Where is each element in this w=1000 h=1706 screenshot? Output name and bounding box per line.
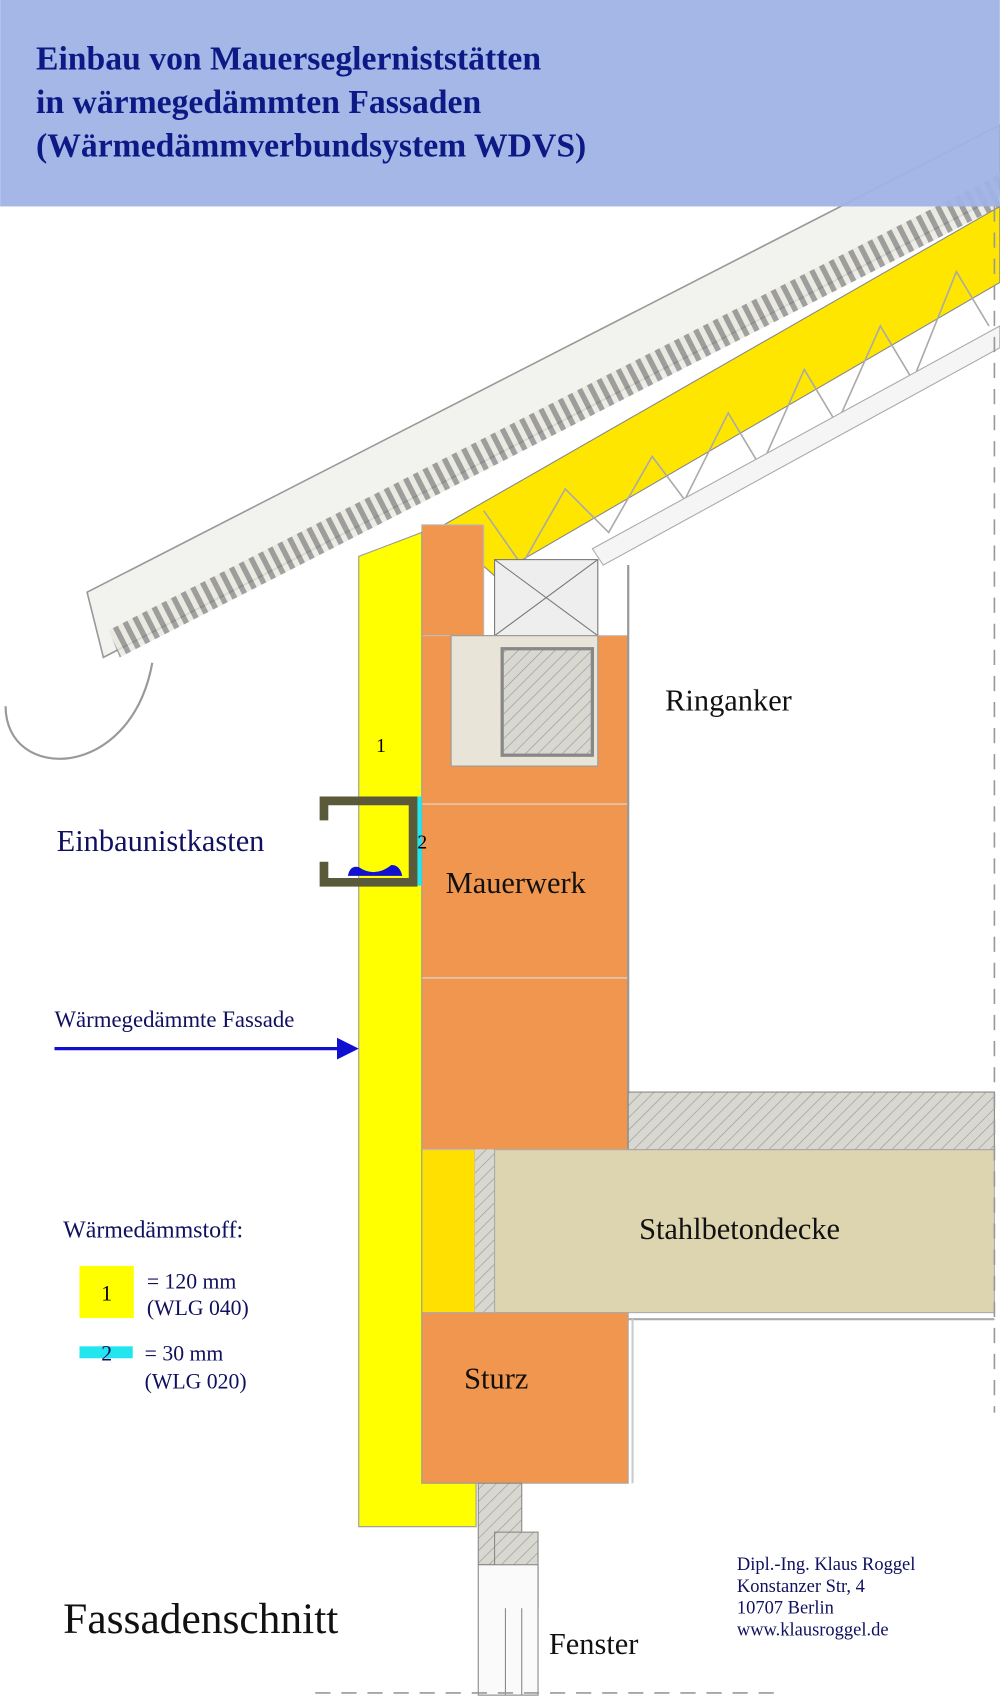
label-fenster: Fenster	[549, 1627, 639, 1661]
ringanker-core	[500, 647, 594, 757]
label-sturz: Sturz	[464, 1362, 528, 1396]
author-block: Dipl.-Ing. Klaus Roggel Konstanzer Str, …	[737, 1554, 916, 1639]
roof	[4, 123, 1000, 760]
title-line-1: Einbau von Mauerseglerniststätten	[36, 41, 541, 78]
legend-swatch-2	[79, 1346, 133, 1359]
layer-2-label: 2	[417, 833, 427, 854]
header-band	[0, 0, 1000, 207]
legend-value-1: = 120 mm	[147, 1270, 237, 1294]
title-line-3: (Wärmedämmverbundsystem WDVS)	[36, 127, 586, 164]
title-line-2: in wärmegedämmten Fassaden	[36, 84, 481, 121]
label-ringanker: Ringanker	[665, 684, 792, 718]
label-einbaunistkasten: Einbaunistkasten	[57, 824, 265, 858]
legend-swatch-1	[79, 1265, 134, 1319]
label-fassadenschnitt: Fassadenschnitt	[63, 1595, 338, 1643]
author-website: www.klausroggel.de	[737, 1619, 889, 1639]
roof-insulation-truss	[483, 269, 990, 567]
masonry-top	[421, 524, 485, 637]
gutter	[4, 662, 154, 760]
author-line: Dipl.-Ing. Klaus Roggel	[737, 1554, 916, 1574]
window-glass	[477, 1564, 539, 1696]
legend: Wärmedämmstoff: 1 = 120 mm (WLG 040) 2 =…	[63, 1218, 249, 1394]
legend-class-1: (WLG 040)	[147, 1296, 249, 1320]
legend-value-2: = 30 mm	[145, 1341, 224, 1365]
legend-key-2: 2	[101, 1341, 112, 1365]
legend-title: Wärmedämmstoff:	[63, 1218, 243, 1244]
layer-1-label: 1	[376, 736, 386, 757]
legend-key-1: 1	[101, 1282, 112, 1306]
label-stahlbetondecke: Stahlbetondecke	[639, 1212, 840, 1246]
roof-battens	[108, 173, 1000, 658]
arrow-head-icon	[337, 1037, 359, 1060]
facade-insulation-1	[358, 531, 477, 1528]
label-mauerwerk: Mauerwerk	[446, 866, 587, 900]
author-line: 10707 Berlin	[737, 1598, 834, 1618]
nest-bowl	[347, 864, 403, 876]
author-line: Konstanzer Str, 4	[737, 1576, 865, 1596]
slab-hatch-strip	[475, 1149, 495, 1313]
floor-layers	[627, 1091, 995, 1151]
lintel-sturz	[421, 1312, 629, 1484]
legend-class-2: (WLG 020)	[145, 1370, 247, 1394]
label-fassade: Wärmegedämmte Fassade	[54, 1007, 294, 1032]
concrete-slab	[494, 1149, 995, 1314]
nest-box	[319, 796, 418, 887]
slab-insulation	[421, 1149, 476, 1314]
